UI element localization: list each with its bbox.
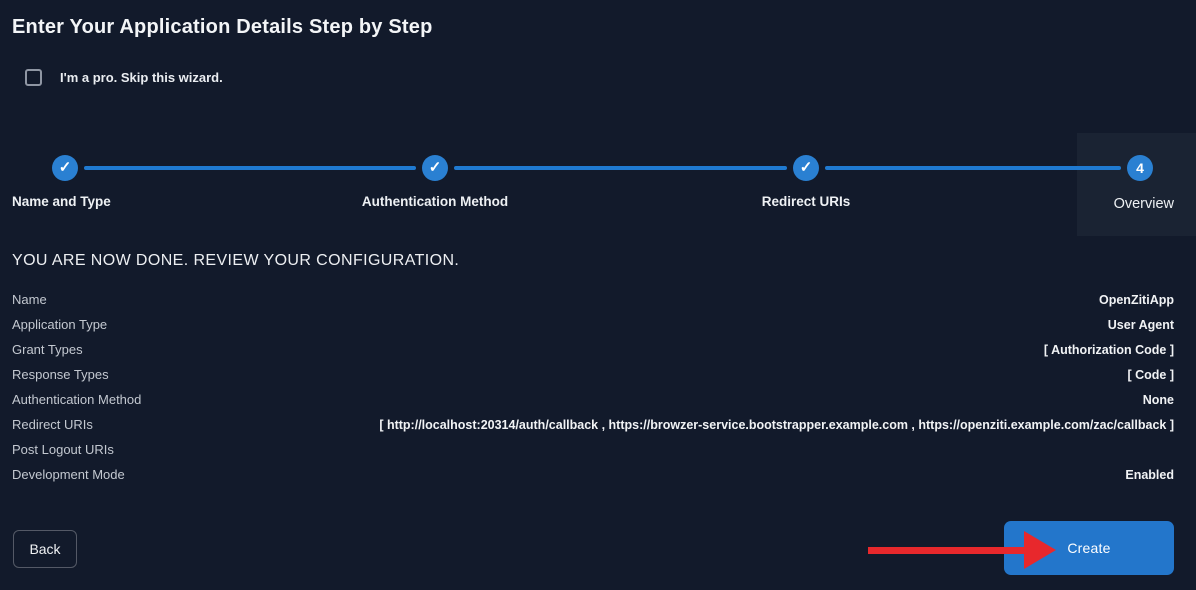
row-label: Development Mode xyxy=(12,467,125,482)
step-label-authentication-method: Authentication Method xyxy=(361,194,509,209)
stepper-connector-3 xyxy=(825,166,1121,170)
review-row-name: Name OpenZitiApp xyxy=(12,287,1174,312)
active-step-highlight xyxy=(1077,133,1196,236)
stepper-connector-1 xyxy=(84,166,416,170)
row-value: [ Authorization Code ] xyxy=(1043,342,1174,357)
review-row-response-types: Response Types [ Code ] xyxy=(12,362,1174,387)
step-label-name-and-type: Name and Type xyxy=(12,194,111,209)
check-icon: ✓ xyxy=(799,159,813,176)
skip-wizard-row: I'm a pro. Skip this wizard. xyxy=(25,69,223,86)
row-label: Post Logout URIs xyxy=(12,442,114,457)
row-value: OpenZitiApp xyxy=(1099,292,1174,307)
review-table: Name OpenZitiApp Application Type User A… xyxy=(12,287,1174,487)
step-2-done-indicator[interactable]: ✓ xyxy=(422,155,448,181)
check-icon: ✓ xyxy=(428,159,442,176)
review-heading: YOU ARE NOW DONE. REVIEW YOUR CONFIGURAT… xyxy=(12,252,460,269)
review-row-post-logout-uris: Post Logout URIs xyxy=(12,437,1174,462)
row-label: Redirect URIs xyxy=(12,417,93,432)
row-label: Grant Types xyxy=(12,342,83,357)
step-label-redirect-uris: Redirect URIs xyxy=(761,194,851,209)
row-label: Authentication Method xyxy=(12,392,142,407)
skip-wizard-label: I'm a pro. Skip this wizard. xyxy=(60,70,223,85)
review-row-grant-types: Grant Types [ Authorization Code ] xyxy=(12,337,1174,362)
row-value: [ Code ] xyxy=(1127,367,1174,382)
stepper-connector-2 xyxy=(454,166,787,170)
row-value: User Agent xyxy=(1107,317,1174,332)
review-row-development-mode: Development Mode Enabled xyxy=(12,462,1174,487)
skip-wizard-checkbox[interactable] xyxy=(25,69,42,86)
step-1-done-indicator[interactable]: ✓ xyxy=(52,155,78,181)
row-value: None xyxy=(1142,392,1174,407)
review-row-authentication-method: Authentication Method None xyxy=(12,387,1174,412)
check-icon: ✓ xyxy=(58,159,72,176)
page-title: Enter Your Application Details Step by S… xyxy=(12,16,433,38)
create-button[interactable]: Create xyxy=(1004,521,1174,575)
row-label: Name xyxy=(12,292,47,307)
row-label: Response Types xyxy=(12,367,109,382)
row-value: Enabled xyxy=(1125,467,1174,482)
row-label: Application Type xyxy=(12,317,108,332)
step-label-overview: Overview xyxy=(1113,196,1174,212)
row-value: [ http://localhost:20314/auth/callback ,… xyxy=(379,417,1174,432)
step-4-number-indicator: 4 xyxy=(1127,155,1153,181)
step-3-done-indicator[interactable]: ✓ xyxy=(793,155,819,181)
back-button[interactable]: Back xyxy=(13,530,77,568)
review-row-application-type: Application Type User Agent xyxy=(12,312,1174,337)
wizard-stepper: ✓ ✓ ✓ 4 Name and Type Authentication Met… xyxy=(0,130,1196,237)
review-row-redirect-uris: Redirect URIs [ http://localhost:20314/a… xyxy=(12,412,1174,437)
step-number: 4 xyxy=(1136,160,1144,176)
